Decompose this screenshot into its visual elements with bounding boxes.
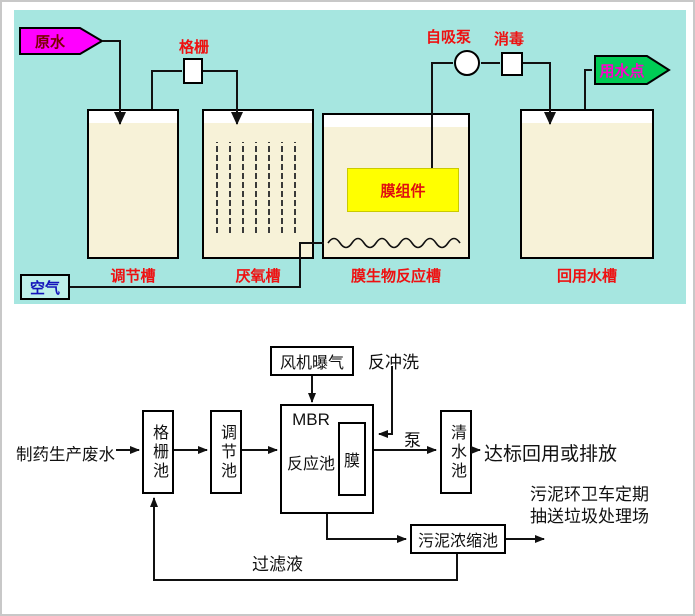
- clear-water-tank-label: 清水池: [448, 423, 465, 481]
- regulation-tank-box: 调节池: [210, 410, 242, 494]
- membrane-inner-label: 膜: [343, 453, 360, 470]
- membrane-module-box: 膜组件: [347, 168, 459, 212]
- reuse-water-tank: [520, 109, 654, 259]
- arrow-mbr-to-sludge: [326, 514, 407, 543]
- sludge-note-line1: 污泥环卫车定期: [530, 485, 649, 504]
- regulation-tank-flow-label: 调节池: [218, 423, 235, 481]
- raw-water-banner: 原水: [18, 26, 104, 56]
- anaerobic-tank-label: 厌氧槽: [235, 268, 281, 285]
- clear-water-tank-box: 清水池: [440, 410, 472, 494]
- arrow-backwash-to-membrane: [378, 366, 393, 438]
- blower-aeration-label: 风机曝气: [279, 355, 344, 372]
- pump-circle-icon: [454, 50, 480, 76]
- sludge-note-line2: 抽送垃圾处理场: [530, 507, 649, 526]
- filtrate-label: 过滤液: [252, 555, 303, 574]
- sludge-thickening-label: 污泥浓缩池: [417, 533, 498, 550]
- raw-water-arrow-icon: [19, 27, 104, 55]
- air-box: 空气: [20, 274, 70, 300]
- grid-label: 格栅: [178, 39, 209, 56]
- membrane-inner-box: 膜: [338, 422, 366, 496]
- grid-tank-label: 格栅池: [150, 423, 167, 481]
- effluent-label: 达标回用或排放: [484, 444, 618, 465]
- disinfect-box: [501, 52, 523, 76]
- mbr-subtitle: 反应池: [286, 456, 335, 473]
- regulation-tank-label: 调节槽: [110, 268, 156, 285]
- air-label: 空气: [29, 279, 60, 297]
- use-point-banner: 用水点: [593, 54, 671, 86]
- self-priming-pump-label: 自吸泵: [426, 29, 472, 46]
- mbr-tank-label: 膜生物反应槽: [350, 268, 441, 285]
- backwash-label: 反冲洗: [368, 353, 419, 372]
- sludge-thickening-box: 污泥浓缩池: [410, 524, 506, 554]
- grid-box: [183, 58, 203, 84]
- pump-flow-label: 泵: [404, 431, 421, 450]
- regulation-tank: [87, 109, 179, 259]
- influent-label: 制药生产废水: [16, 446, 115, 464]
- blower-aeration-box: 风机曝气: [270, 346, 354, 376]
- mbr-title: MBR: [292, 410, 330, 429]
- biofilm-media-pattern-icon: [216, 142, 300, 236]
- use-point-label: 用水点: [599, 62, 645, 80]
- disinfect-label: 消毒: [494, 31, 525, 48]
- raw-water-label: 原水: [34, 33, 65, 51]
- use-point-arrow-icon: [594, 55, 671, 85]
- grid-tank-box: 格栅池: [142, 410, 174, 494]
- reuse-tank-label: 回用水槽: [556, 268, 617, 285]
- membrane-module-label: 膜组件: [380, 182, 426, 200]
